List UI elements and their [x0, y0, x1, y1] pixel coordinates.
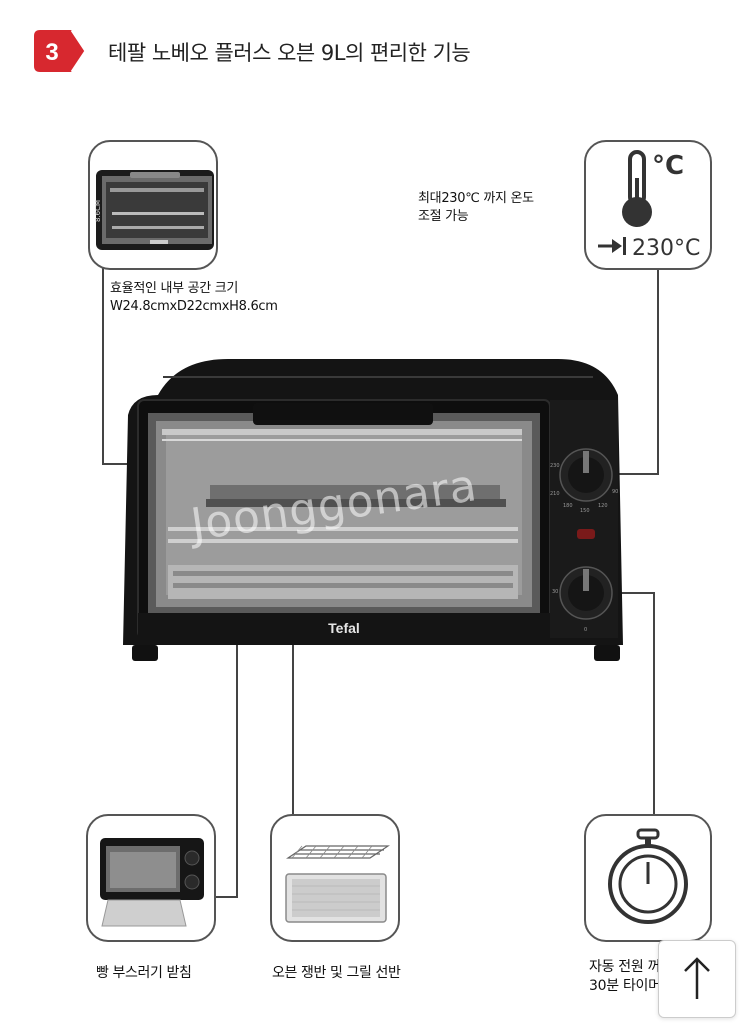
baking-tray-and-grill-rack-image — [285, 845, 390, 923]
page-title: 테팔 노베오 플러스 오븐 9L의 편리한 기능 — [108, 41, 471, 65]
interior-caption-line1: 효율적인 내부 공간 크기 — [110, 281, 239, 296]
thermometer-icon: °C 230°C — [598, 150, 700, 261]
timer-dial-tick-2: 0 — [584, 627, 587, 633]
timer-dial-tick-1: 30 — [552, 589, 558, 595]
crumb-tray-label: 빵 부스러기 받침 — [96, 965, 192, 981]
temperature-caption-line1: 최대230℃ 까지 온도 — [418, 191, 534, 206]
connector-timer-vertical — [653, 592, 655, 814]
temp-dial-tick-2: 210 — [550, 491, 560, 497]
interior-space-caption: 효율적인 내부 공간 크기 W24.8cmxD22cmxH8.6cm — [110, 280, 278, 316]
temp-dial-tick-4: 150 — [580, 508, 590, 514]
interior-caption-line2: W24.8cmxD22cmxH8.6cm — [110, 299, 278, 314]
scroll-to-top-button[interactable] — [658, 940, 736, 1018]
temperature-caption: 최대230℃ 까지 온도 조절 가능 — [418, 190, 534, 226]
temperature-caption-line2: 조절 가능 — [418, 209, 469, 224]
section-number-badge: 3 — [34, 29, 88, 73]
connector-interior-vertical — [102, 268, 104, 464]
connector-temp-horizontal — [600, 473, 659, 475]
max-temperature-value: 230°C — [632, 236, 700, 261]
arrow-up-icon — [684, 957, 710, 999]
mini-oven-open-image: 8.6CM — [94, 170, 214, 250]
crumb-tray-image-box — [86, 814, 216, 942]
brand-logo: Tefal — [328, 620, 360, 636]
interior-space-image-box: 8.6CM — [88, 140, 218, 270]
temp-dial-tick-1: 230 — [550, 463, 560, 469]
temp-dial-tick-3: 180 — [563, 503, 573, 509]
timer-icon-box — [584, 814, 712, 942]
connector-timer-horizontal — [600, 592, 655, 594]
tray-rack-image-box — [270, 814, 400, 942]
temperature-icon-box: °C 230°C — [584, 140, 712, 270]
connector-tray-vertical — [292, 522, 294, 814]
connector-crumb-vertical — [236, 645, 238, 898]
temp-dial-tick-6: 90 — [612, 489, 618, 495]
badge-number: 3 — [45, 39, 58, 66]
connector-temp-vertical — [657, 270, 659, 475]
toaster-oven-image: Tefal 230 210 180 150 120 90 30 0 — [123, 359, 623, 661]
stopwatch-icon — [608, 828, 688, 924]
tray-rack-label: 오븐 쟁반 및 그릴 선반 — [272, 965, 401, 981]
svg-text:8.6CM: 8.6CM — [94, 200, 102, 222]
oven-with-crumb-tray-image — [100, 838, 204, 927]
temp-dial-tick-5: 120 — [598, 503, 608, 509]
section-header: 3 테팔 노베오 플러스 오븐 9L의 편리한 기능 — [28, 28, 728, 74]
thermometer-unit: °C — [652, 151, 684, 181]
connector-crumb-horizontal — [214, 896, 238, 898]
